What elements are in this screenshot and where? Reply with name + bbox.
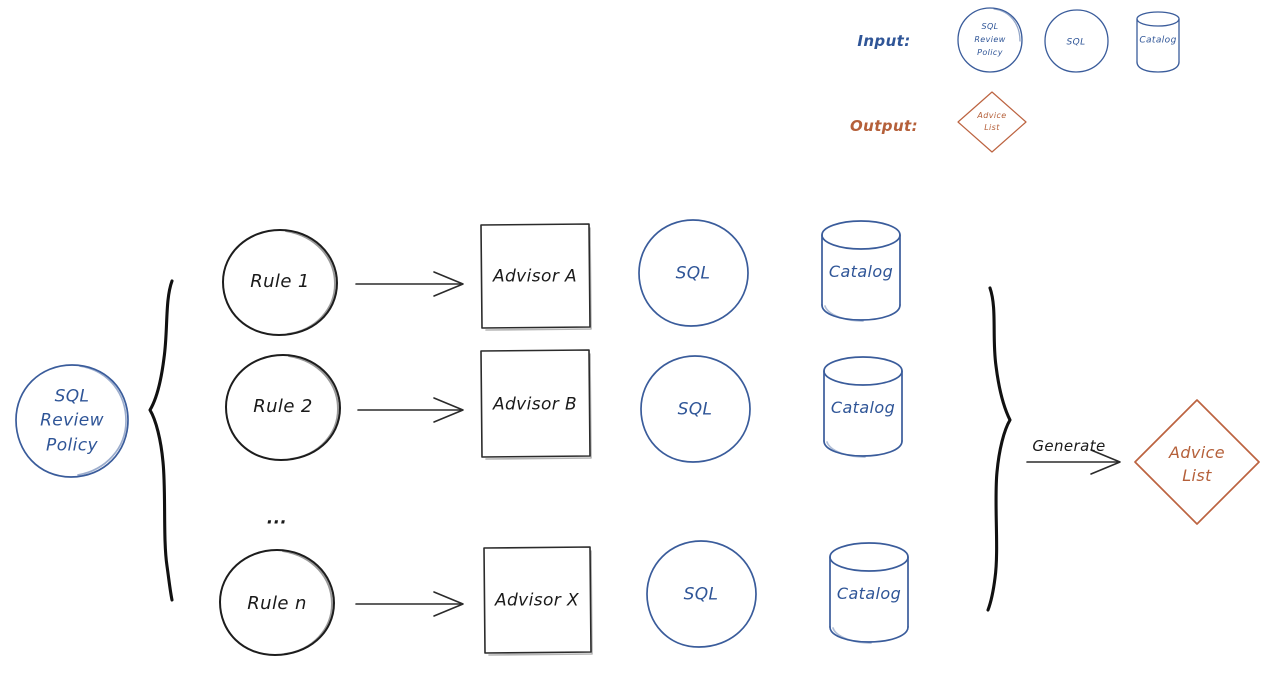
rule-1-to-advisor-arrow bbox=[355, 271, 464, 297]
advisor-x-box bbox=[483, 546, 593, 656]
advisor-b-box bbox=[480, 349, 592, 460]
left-brace bbox=[148, 279, 174, 602]
sql-3-circle bbox=[646, 540, 757, 648]
advice-list-diamond bbox=[1134, 399, 1260, 525]
catalog-3-cylinder bbox=[829, 542, 909, 644]
catalog-2-cylinder bbox=[823, 356, 903, 458]
rule-1-circle bbox=[222, 229, 338, 336]
sql-1-circle bbox=[638, 219, 749, 327]
legend-sql-circle bbox=[1044, 9, 1109, 73]
legend-advice-diamond bbox=[957, 91, 1027, 153]
right-brace bbox=[986, 286, 1012, 612]
rule-n-to-advisor-arrow bbox=[355, 591, 464, 617]
catalog-1-cylinder bbox=[821, 220, 901, 322]
generate-arrow bbox=[1026, 449, 1121, 475]
legend-policy-circle bbox=[957, 7, 1023, 73]
advisor-a-box bbox=[480, 223, 592, 331]
sql-2-circle bbox=[640, 355, 751, 463]
rule-2-to-advisor-arrow bbox=[357, 397, 464, 423]
policy-circle bbox=[15, 364, 129, 478]
rule-2-circle bbox=[225, 354, 341, 461]
rule-n-circle bbox=[219, 549, 335, 656]
legend-catalog-cylinder bbox=[1136, 11, 1180, 73]
